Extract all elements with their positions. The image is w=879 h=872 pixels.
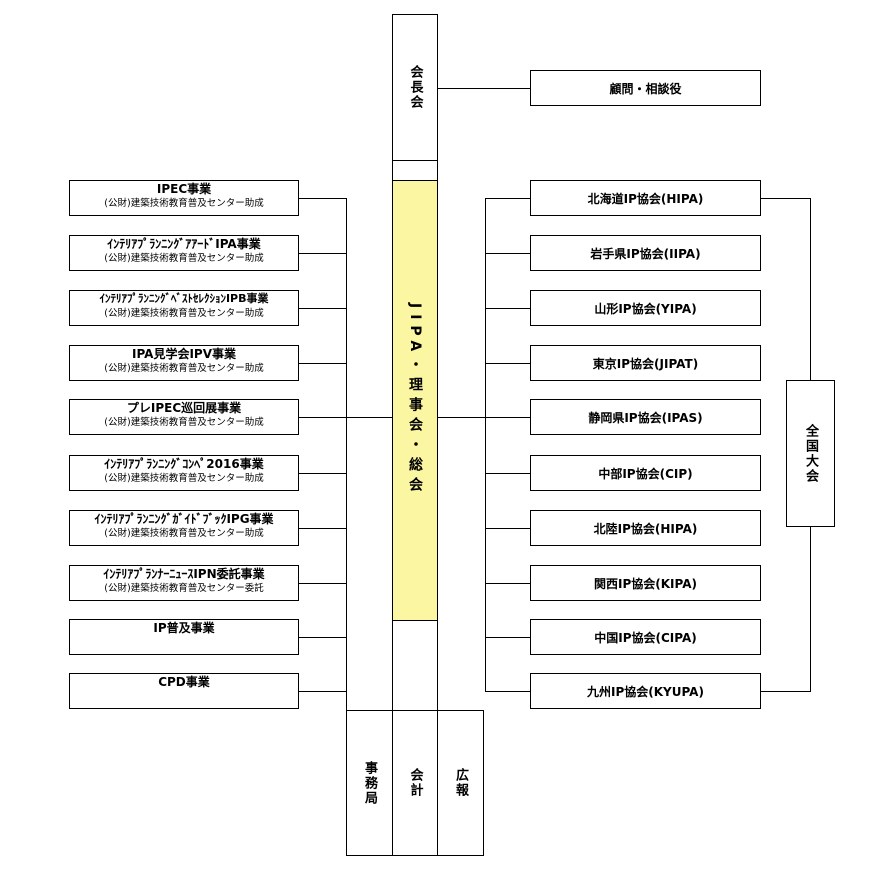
program-title: ｲﾝﾃﾘｱﾌﾟﾗﾝﾆﾝｸﾞｶﾞｲﾄﾞﾌﾞｯｸIPG事業 [94, 512, 274, 526]
association-box-iwate: 岩手県IP協会(IIPA) [530, 235, 761, 271]
program-subtitle: (公財)建築技術教育普及センター助成 [104, 528, 264, 539]
association-box-tokyo: 東京IP協会(JIPAT) [530, 345, 761, 381]
secretariat-box: 事務局 [346, 710, 393, 856]
association-label: 関西IP協会(KIPA) [594, 576, 697, 591]
spacer-box [392, 160, 438, 181]
program-box-ipec: IPEC事業 (公財)建築技術教育普及センター助成 [69, 180, 299, 216]
right-connector [485, 308, 530, 309]
program-subtitle: (公財)建築技術教育普及センター助成 [104, 363, 264, 374]
program-subtitle: (公財)建築技術教育普及センター助成 [104, 198, 264, 209]
right-connector [485, 637, 530, 638]
program-box-competition: ｲﾝﾃﾘｱﾌﾟﾗﾝﾆﾝｸﾞｺﾝﾍﾟ2016事業 (公財)建築技術教育普及センター… [69, 455, 299, 491]
program-title: ｲﾝﾃﾘｱﾌﾟﾗﾝﾅｰﾆｭｰｽIPN委託事業 [103, 567, 265, 581]
left-connector [299, 637, 346, 638]
program-title: ｲﾝﾃﾘｱﾌﾟﾗﾝﾆﾝｸﾞｺﾝﾍﾟ2016事業 [104, 457, 264, 471]
left-connector [299, 691, 346, 692]
program-subtitle: (公財)建築技術教育普及センター委託 [104, 583, 264, 594]
left-connector [299, 363, 346, 364]
left-connector [299, 417, 392, 418]
association-label: 静岡県IP協会(IPAS) [588, 410, 703, 425]
program-box-ipg: ｲﾝﾃﾘｱﾌﾟﾗﾝﾆﾝｸﾞｶﾞｲﾄﾞﾌﾞｯｸIPG事業 (公財)建築技術教育普及… [69, 510, 299, 546]
association-label: 岩手県IP協会(IIPA) [590, 246, 701, 261]
association-label: 中部IP協会(CIP) [598, 466, 693, 481]
association-box-kyushu: 九州IP協会(KYUPA) [530, 673, 761, 709]
program-title: IPA見学会IPV事業 [132, 347, 236, 361]
program-box-pre-ipec: プレIPEC巡回展事業 (公財)建築技術教育普及センター助成 [69, 399, 299, 435]
program-subtitle: (公財)建築技術教育普及センター助成 [104, 417, 264, 428]
right-bus-line [485, 198, 486, 692]
association-label: 北海道IP協会(HIPA) [587, 191, 704, 206]
association-box-hokuriku: 北陸IP協会(HIPA) [530, 510, 761, 546]
left-connector [299, 473, 346, 474]
left-connector [299, 198, 346, 199]
right-connector [485, 528, 530, 529]
right-connector [485, 691, 530, 692]
association-label: 山形IP協会(YIPA) [594, 301, 697, 316]
program-box-ipv: IPA見学会IPV事業 (公財)建築技術教育普及センター助成 [69, 345, 299, 381]
program-box-ipn: ｲﾝﾃﾘｱﾌﾟﾗﾝﾅｰﾆｭｰｽIPN委託事業 (公財)建築技術教育普及センター委… [69, 565, 299, 601]
advisor-box: 顧問・相談役 [530, 70, 761, 106]
association-box-shizuoka: 静岡県IP協会(IPAS) [530, 399, 761, 435]
national-bus-line-lower [810, 526, 811, 692]
association-box-chugoku: 中国IP協会(CIPA) [530, 619, 761, 655]
lower-column-box [392, 620, 438, 711]
kyushu-to-national-connector [761, 691, 811, 692]
left-connector [299, 308, 346, 309]
national-convention-label: 全国大会 [803, 423, 818, 484]
right-connector [485, 417, 530, 418]
association-box-yamagata: 山形IP協会(YIPA) [530, 290, 761, 326]
program-subtitle: (公財)建築技術教育普及センター助成 [104, 473, 264, 484]
program-box-ipa: ｲﾝﾃﾘｱﾌﾟﾗﾝﾆﾝｸﾞｱｱｰﾄﾞIPA事業 (公財)建築技術教育普及センター… [69, 235, 299, 271]
program-box-cpd: CPD事業 [69, 673, 299, 709]
right-connector [485, 583, 530, 584]
program-subtitle: (公財)建築技術教育普及センター助成 [104, 253, 264, 264]
association-label: 東京IP協会(JIPAT) [592, 356, 699, 371]
association-label: 九州IP協会(KYUPA) [587, 684, 704, 699]
accounting-label: 会計 [407, 768, 423, 798]
left-connector [299, 253, 346, 254]
right-connector [485, 253, 530, 254]
association-label: 北陸IP協会(HIPA) [593, 521, 698, 536]
pr-label: 広報 [453, 768, 468, 798]
program-box-ipb: ｲﾝﾃﾘｱﾌﾟﾗﾝﾆﾝｸﾞﾍﾞｽﾄｾﾚｸｼｮﾝIPB事業 (公財)建築技術教育普… [69, 290, 299, 326]
chairmen-council-box: 会長会 [392, 14, 438, 161]
national-convention-box: 全国大会 [786, 380, 835, 527]
chairmen-council-label: 会長会 [407, 65, 423, 110]
program-title: IPEC事業 [156, 182, 212, 196]
right-connector [485, 473, 530, 474]
association-box-chubu: 中部IP協会(CIP) [530, 455, 761, 491]
national-bus-line [810, 198, 811, 381]
board-to-associations-connector [437, 417, 485, 418]
board-box: JIPA・理事会・総会 [392, 180, 438, 621]
association-box-kansai: 関西IP協会(KIPA) [530, 565, 761, 601]
program-title: IP普及事業 [153, 621, 215, 635]
program-title: ｲﾝﾃﾘｱﾌﾟﾗﾝﾆﾝｸﾞﾍﾞｽﾄｾﾚｸｼｮﾝIPB事業 [99, 292, 269, 305]
right-connector [485, 198, 530, 199]
board-label: JIPA・理事会・総会 [407, 303, 423, 498]
program-subtitle: (公財)建築技術教育普及センター助成 [104, 308, 264, 319]
accounting-box: 会計 [392, 710, 438, 856]
secretariat-label: 事務局 [362, 760, 377, 806]
advisor-connector [437, 88, 530, 89]
left-connector [299, 528, 346, 529]
program-box-ip-promotion: IP普及事業 [69, 619, 299, 655]
left-connector [299, 583, 346, 584]
association-label: 中国IP協会(CIPA) [594, 630, 697, 645]
advisor-label: 顧問・相談役 [609, 81, 682, 96]
association-box-hokkaido: 北海道IP協会(HIPA) [530, 180, 761, 216]
program-title: CPD事業 [158, 675, 210, 689]
hokkaido-to-national-connector [761, 198, 811, 199]
program-title: ｲﾝﾃﾘｱﾌﾟﾗﾝﾆﾝｸﾞｱｱｰﾄﾞIPA事業 [107, 237, 261, 251]
right-connector [485, 363, 530, 364]
program-title: プレIPEC巡回展事業 [126, 401, 242, 415]
pr-box: 広報 [437, 710, 484, 856]
left-bus-line [346, 198, 347, 711]
